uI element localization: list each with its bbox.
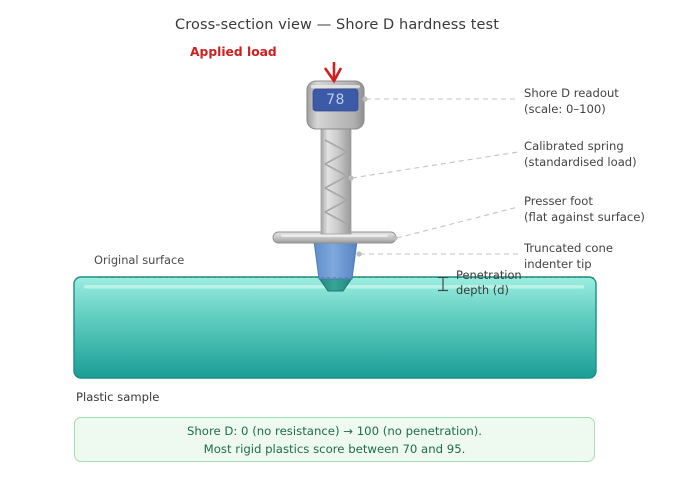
leader-line-spring: [351, 151, 519, 179]
leader-line-presser-foot: [396, 206, 519, 239]
annotation-calibrated-spring: Calibrated spring (standardised load): [524, 139, 637, 169]
shore-d-readout-value: 78: [326, 92, 345, 108]
info-box-line-1: Shore D: 0 (no resistance) → 100 (no pen…: [186, 423, 483, 438]
plastic-sample-label: Plastic sample: [76, 390, 160, 404]
info-box-line-2: Most rigid plastics score between 70 and…: [203, 441, 466, 456]
durometer-gauge-body: [306, 80, 365, 130]
original-surface-label: Original surface: [94, 253, 185, 267]
leader-lines: [351, 98, 519, 255]
penetration-depth-marker-icon: [438, 276, 448, 292]
penetration-depth-label: Penetration depth (d): [456, 268, 522, 297]
applied-load-arrow-icon: [323, 62, 343, 84]
shore-d-info-box: Shore D: 0 (no resistance) → 100 (no pen…: [74, 417, 595, 462]
calibrated-spring-shaft: [320, 127, 352, 235]
annotation-shore-d-readout: Shore D readout (scale: 0–100): [524, 86, 619, 116]
leader-line-dots: [348, 96, 398, 257]
page-title: Cross-section view — Shore D hardness te…: [175, 17, 499, 33]
annotation-indenter-tip: Truncated cone indenter tip: [524, 241, 613, 271]
applied-load-label: Applied load: [190, 45, 277, 59]
annotation-presser-foot: Presser foot (flat against surface): [524, 194, 645, 224]
